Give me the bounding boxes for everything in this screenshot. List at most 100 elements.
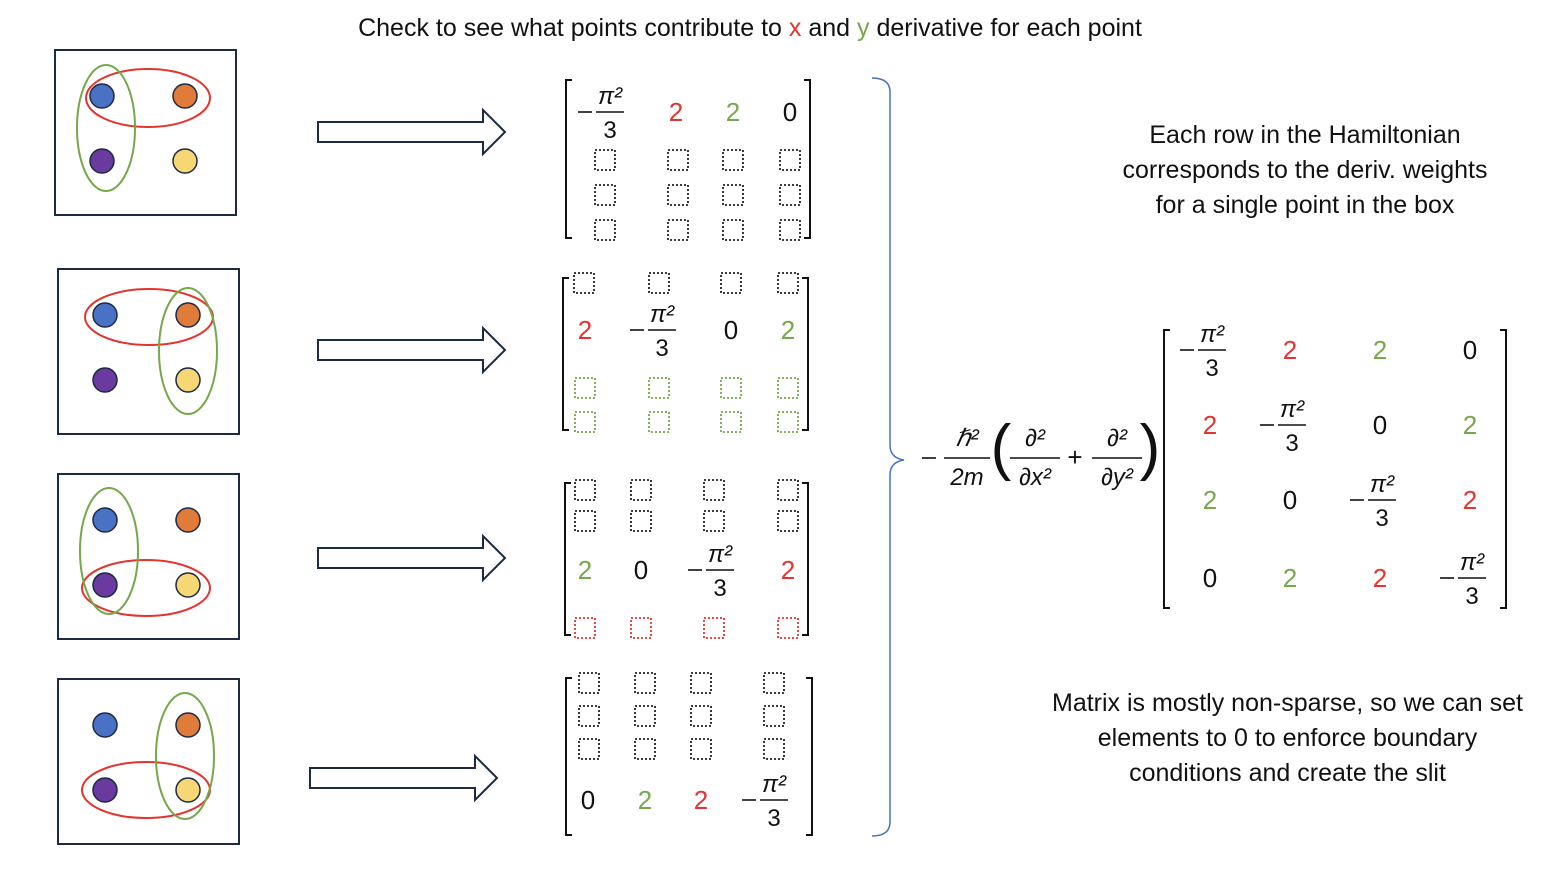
orange-point xyxy=(175,507,201,533)
orange-point xyxy=(172,83,198,109)
hamiltonian-cell-r1-c3: 2 xyxy=(1373,335,1387,365)
hamiltonian-cell-r2-c3: 0 xyxy=(1373,410,1387,440)
matrix-4-cell: π²3 xyxy=(742,771,788,832)
hamiltonian-cell-r2-c2: π²3 xyxy=(1260,396,1306,457)
placeholder-square xyxy=(777,411,799,433)
denominator-label: 3 xyxy=(767,805,780,832)
denominator-label: 3 xyxy=(603,117,616,144)
hamiltonian-cell-r1-c4: 0 xyxy=(1463,335,1477,365)
left-bracket xyxy=(565,677,572,836)
placeholder-square xyxy=(779,149,801,171)
pi-squared-label: π² xyxy=(1460,549,1485,576)
placeholder-square xyxy=(777,510,799,532)
placeholder-square xyxy=(722,149,744,171)
placeholder-square xyxy=(630,510,652,532)
placeholder-square xyxy=(703,479,725,501)
placeholder-square xyxy=(667,184,689,206)
matrix-1-cell: 0 xyxy=(783,97,797,127)
blue-point xyxy=(92,507,118,533)
placeholder-square xyxy=(763,705,785,727)
matrix-3-cell: 0 xyxy=(634,555,648,585)
grid-panel-2 xyxy=(57,268,240,435)
placeholder-square xyxy=(634,738,656,760)
title-text-3: derivative for each point xyxy=(869,14,1142,42)
arrow-3 xyxy=(317,533,507,583)
panel-border xyxy=(54,49,237,216)
placeholder-square xyxy=(573,272,595,294)
matrix-1-cell: π²3 xyxy=(578,83,624,144)
dx2-denominator: ∂x² xyxy=(1019,464,1052,491)
placeholder-square xyxy=(574,479,596,501)
pi-squared-label: π² xyxy=(1280,396,1305,423)
pi-squared-label: π² xyxy=(708,541,733,568)
matrix-row-2-brackets xyxy=(562,277,809,431)
placeholder-square xyxy=(574,377,596,399)
hamiltonian-matrix-brackets xyxy=(1163,329,1507,609)
matrix-2-cell: 2 xyxy=(578,315,592,345)
placeholder-square xyxy=(720,272,742,294)
placeholder-square xyxy=(703,510,725,532)
hamiltonian-cell-r4-c4: π² 3 xyxy=(1440,549,1486,610)
arrow-2 xyxy=(317,325,507,375)
yellow-point xyxy=(175,367,201,393)
placeholder-square xyxy=(574,510,596,532)
placeholder-square xyxy=(634,705,656,727)
placeholder-square xyxy=(578,738,600,760)
orange-point xyxy=(175,712,201,738)
placeholder-square xyxy=(594,149,616,171)
placeholder-square xyxy=(648,411,670,433)
placeholder-square xyxy=(667,149,689,171)
pi-squared-label: π² xyxy=(650,301,675,328)
left-bracket xyxy=(1163,329,1170,609)
denominator-label: 3 xyxy=(655,335,668,362)
dy2-denominator: ∂y² xyxy=(1101,464,1134,491)
hamiltonian-cell-r1-c1: π²3 xyxy=(1180,321,1226,382)
placeholder-square xyxy=(779,184,801,206)
y-neighbors-ellipse xyxy=(158,287,218,415)
title-text-1: Check to see what points contribute to xyxy=(358,14,789,42)
right-bracket xyxy=(1500,329,1507,609)
two-m: 2m xyxy=(949,464,983,491)
d2-numerator-x: ∂² xyxy=(1025,425,1046,452)
blue-point xyxy=(89,83,115,109)
hamiltonian-cell-r4-c2: 2 xyxy=(1283,563,1297,593)
denominator-label: 3 xyxy=(1205,355,1218,382)
placeholder-square xyxy=(578,705,600,727)
purple-point xyxy=(92,367,118,393)
hamiltonian-cell-r3-c1: 2 xyxy=(1203,485,1217,515)
hamiltonian-cell-r2-c4: 2 xyxy=(1463,410,1477,440)
purple-point xyxy=(89,148,115,174)
placeholder-square xyxy=(667,219,689,241)
panel-border xyxy=(57,268,240,435)
placeholder-square xyxy=(634,672,656,694)
left-bracket xyxy=(565,79,572,239)
hamiltonian-cell-r3-c4: 2 xyxy=(1463,485,1477,515)
close-paren: ) xyxy=(1140,413,1161,482)
matrix-2-cell: π² 3 xyxy=(630,301,676,362)
placeholder-square xyxy=(630,617,652,639)
placeholder-square xyxy=(574,411,596,433)
combining-brace xyxy=(871,77,905,837)
hamiltonian-cell-r4-c1: 0 xyxy=(1203,563,1217,593)
placeholder-square xyxy=(763,738,785,760)
placeholder-square xyxy=(594,219,616,241)
matrix-4-cell: 0 xyxy=(581,785,595,815)
title-y-letter: y xyxy=(857,14,870,42)
note-sparse-matrix: Matrix is mostly non-sparse, so we can s… xyxy=(1052,689,1523,787)
denominator-label: 3 xyxy=(1375,505,1388,532)
grid-panel-3 xyxy=(57,473,240,640)
diagram-title: Check to see what points contribute to x… xyxy=(0,14,1500,43)
hamiltonian-cell-r1-c2: 2 xyxy=(1283,335,1297,365)
denominator-label: 3 xyxy=(1465,583,1478,610)
x-neighbors-ellipse xyxy=(81,559,211,617)
pi-squared-label: π² xyxy=(1370,471,1395,498)
matrix-4-cell: 2 xyxy=(694,785,708,815)
panel-border xyxy=(57,473,240,640)
right-bracket xyxy=(802,277,809,431)
hamiltonian-cell-r2-c1: 2 xyxy=(1203,410,1217,440)
open-paren: ( xyxy=(991,413,1012,482)
placeholder-square xyxy=(594,184,616,206)
